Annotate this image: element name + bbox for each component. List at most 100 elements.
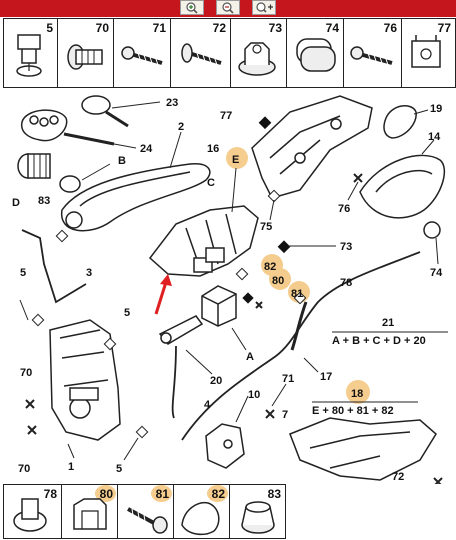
callout-19: 19 xyxy=(430,103,442,115)
latch-mechanism[interactable] xyxy=(251,95,373,199)
part-number: 81 xyxy=(155,487,169,501)
toolbar xyxy=(0,0,456,17)
part-cell[interactable]: 77 xyxy=(401,18,456,88)
callout-81: 81 xyxy=(291,288,303,300)
handle-bezel[interactable] xyxy=(383,105,417,139)
inner-door-handle[interactable] xyxy=(359,154,446,219)
leader-line xyxy=(19,299,29,321)
link-rod[interactable] xyxy=(171,345,177,419)
leader-line xyxy=(67,443,75,459)
formula-18: E + 80 + 81 + 82 xyxy=(312,405,394,417)
zoom-fit-button[interactable] xyxy=(252,0,276,15)
callout-B: B xyxy=(118,155,126,167)
flange-screw-icon xyxy=(181,43,222,66)
part-cell[interactable]: 5 xyxy=(3,18,58,88)
bush-icon xyxy=(241,501,275,534)
leader-line xyxy=(269,199,275,221)
part-cell[interactable]: 80 xyxy=(61,484,118,539)
nut-icon xyxy=(238,42,276,76)
callout-76: 76 xyxy=(338,203,350,215)
callout-17: 17 xyxy=(320,371,332,383)
callout-80: 80 xyxy=(272,275,284,287)
zoom-in-button[interactable] xyxy=(180,0,204,15)
knob[interactable] xyxy=(423,221,441,239)
part-cell[interactable]: 81 xyxy=(117,484,174,539)
key[interactable] xyxy=(81,95,129,128)
indicator-arrow xyxy=(154,274,172,315)
hinge-bracket[interactable] xyxy=(205,423,245,469)
callout-74: 74 xyxy=(430,267,443,279)
callout-21: 21 xyxy=(382,317,394,329)
part-cell[interactable]: 78 xyxy=(3,484,62,539)
leader-line xyxy=(271,383,287,407)
clip-marker xyxy=(103,337,117,351)
callout-83: 83 xyxy=(38,195,50,207)
clip-icon xyxy=(73,498,107,530)
leader-line xyxy=(421,139,435,155)
remote-key[interactable] xyxy=(20,109,68,142)
leader-line xyxy=(123,437,139,461)
part-number: 70 xyxy=(95,21,109,35)
callout-4: 4 xyxy=(204,399,211,411)
screw-icon xyxy=(350,46,393,66)
highlight-marker xyxy=(207,485,228,502)
screw-icon xyxy=(121,46,163,66)
callout-73: 73 xyxy=(340,241,352,253)
clip-marker xyxy=(31,313,45,327)
lock-cylinder[interactable] xyxy=(17,153,81,193)
part-cell[interactable]: 82 xyxy=(173,484,230,539)
part-number: 80 xyxy=(99,487,113,501)
screw-marker xyxy=(25,399,35,409)
clip-marker xyxy=(267,189,281,203)
part-cell[interactable]: 74 xyxy=(286,18,344,88)
door-lock[interactable] xyxy=(49,319,121,441)
part-number: 71 xyxy=(152,21,166,35)
callout-70a: 70 xyxy=(20,367,32,379)
highlight-marker xyxy=(151,485,172,502)
leader-line xyxy=(231,327,247,351)
callouts: 23 2 24 16 E 77 19 14 B C D 83 75 73 76 … xyxy=(12,97,443,483)
callout-16: 16 xyxy=(207,143,219,155)
part-number: 78 xyxy=(43,487,57,501)
zoom-in-icon xyxy=(186,2,198,14)
callout-82: 82 xyxy=(264,261,276,273)
highlight-marker xyxy=(95,485,116,502)
part-number: 72 xyxy=(212,21,226,35)
clip-marker xyxy=(235,267,249,281)
seal-icon xyxy=(296,38,336,72)
mounting-bracket[interactable] xyxy=(289,417,437,481)
highlight-markers xyxy=(226,147,370,404)
lever[interactable] xyxy=(158,315,204,345)
part-cell[interactable]: 76 xyxy=(343,18,402,88)
exterior-door-handle[interactable] xyxy=(61,163,211,232)
zoom-out-button[interactable] xyxy=(216,0,240,15)
leader-line xyxy=(235,395,249,423)
part-number: 76 xyxy=(383,21,397,35)
part-cell[interactable]: 71 xyxy=(113,18,171,88)
leader-line xyxy=(169,131,182,169)
callout-5c: 5 xyxy=(116,463,122,475)
control-rod[interactable] xyxy=(21,229,87,304)
part-cell[interactable]: 73 xyxy=(230,18,287,88)
bumper-icon xyxy=(181,501,220,536)
callout-75: 75 xyxy=(260,221,272,233)
callout-14: 14 xyxy=(428,131,441,143)
leader-line xyxy=(347,181,359,201)
handle-bracket[interactable] xyxy=(148,205,259,277)
part-cell[interactable]: 83 xyxy=(229,484,286,539)
latch-block[interactable] xyxy=(201,285,237,327)
zoom-out-icon xyxy=(222,2,234,14)
fixing-point xyxy=(258,116,272,130)
callout-18: 18 xyxy=(351,388,363,400)
callout-10: 10 xyxy=(248,389,260,401)
control-cable[interactable] xyxy=(181,251,421,441)
callout-1: 1 xyxy=(68,461,74,473)
callout-23: 23 xyxy=(166,97,178,109)
part-number: 73 xyxy=(268,21,282,35)
part-cell[interactable]: 72 xyxy=(170,18,231,88)
leader-line xyxy=(81,163,111,181)
part-cell[interactable]: 70 xyxy=(57,18,114,88)
screw-marker xyxy=(353,173,363,183)
callout-70b: 70 xyxy=(18,463,30,475)
clip-icon xyxy=(16,34,42,77)
